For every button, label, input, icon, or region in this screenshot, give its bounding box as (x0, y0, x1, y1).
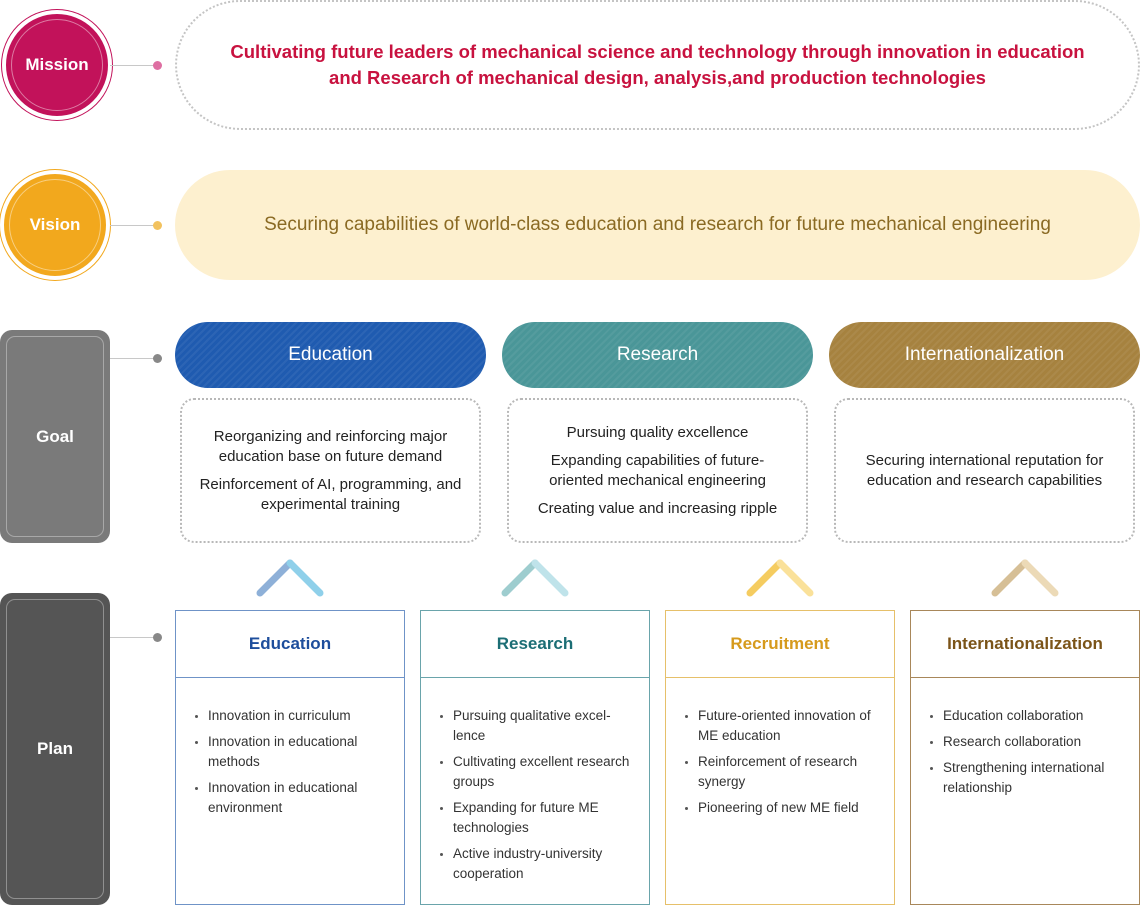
plan-connector-dot (153, 633, 162, 642)
list-item: Pursuing qualitative excel-lence (440, 706, 635, 746)
vision-connector-dot (153, 221, 162, 230)
vision-connector (110, 225, 155, 226)
goal-label-text: Goal (36, 426, 74, 446)
chevron-up-icon (256, 559, 324, 597)
list-item: Future-oriented innovation of ME educati… (685, 706, 880, 746)
mission-line-1: Cultivating future leaders of mechanical… (230, 41, 1085, 62)
goal-research-title: Research (502, 322, 813, 388)
list-item: Active industry-university cooperation (440, 844, 635, 884)
goal-label: Goal (0, 330, 110, 543)
goal-item: Expanding capabilities of future-oriente… (549, 451, 766, 489)
plan-internationalization-list: Education collaboration Research collabo… (911, 678, 1139, 798)
mission-connector-dot (153, 61, 162, 70)
plan-research-card: Research Pursuing qualitative excel-lenc… (420, 610, 650, 905)
plan-research-list: Pursuing qualitative excel-lence Cultiva… (421, 678, 649, 884)
list-item: Strengthening international relationship (930, 758, 1125, 798)
vision-label: Vision (0, 170, 110, 280)
goal-education-title: Education (175, 322, 486, 388)
goal-connector (110, 358, 155, 359)
list-item: Expanding for future ME technologies (440, 798, 635, 838)
plan-education-card: Education Innovation in curriculum Innov… (175, 610, 405, 905)
list-item: Education collaboration (930, 706, 1125, 726)
goal-item: Pursuing quality excellence (566, 423, 749, 441)
plan-recruitment-list: Future-oriented innovation of ME educati… (666, 678, 894, 818)
list-item: Innovation in educational environment (195, 778, 390, 818)
plan-research-title: Research (421, 611, 649, 678)
mission-label-text: Mission (25, 55, 89, 74)
list-item: Pioneering of new ME field (685, 798, 880, 818)
list-item: Research collaboration (930, 732, 1125, 752)
goal-item: Reinforcement of AI, programming, and ex… (199, 475, 462, 513)
mission-label: Mission (2, 10, 112, 120)
list-item: Innovation in educational methods (195, 732, 390, 772)
plan-connector (110, 637, 155, 638)
plan-education-title: Education (176, 611, 404, 678)
goal-education-description: Reorganizing and reinforcing major educa… (180, 398, 481, 543)
plan-recruitment-card: Recruitment Future-oriented innovation o… (665, 610, 895, 905)
goal-item: Securing international reputation for ed… (865, 451, 1104, 489)
mission-line-2: and Research of mechanical design, analy… (329, 67, 986, 88)
plan-internationalization-card: Internationalization Education collabora… (910, 610, 1140, 905)
plan-internationalization-title: Internationalization (911, 611, 1139, 678)
chevron-up-icon (501, 559, 569, 597)
goal-connector-dot (153, 354, 162, 363)
plan-education-list: Innovation in curriculum Innovation in e… (176, 678, 404, 818)
list-item: Cultivating excellent research groups (440, 752, 635, 792)
plan-label: Plan (0, 593, 110, 905)
goal-internationalization-description: Securing international reputation for ed… (834, 398, 1135, 543)
chevron-up-icon (746, 559, 814, 597)
plan-recruitment-title: Recruitment (666, 611, 894, 678)
vision-statement: Securing capabilities of world-class edu… (175, 170, 1140, 280)
vision-text: Securing capabilities of world-class edu… (264, 214, 1051, 235)
list-item: Innovation in curriculum (195, 706, 390, 726)
goal-internationalization-title: Internationalization (829, 322, 1140, 388)
plan-label-text: Plan (37, 739, 73, 758)
mission-connector (110, 65, 155, 66)
vision-label-text: Vision (29, 215, 81, 234)
goal-item: Reorganizing and reinforcing major educa… (213, 427, 448, 465)
mission-statement: Cultivating future leaders of mechanical… (175, 0, 1140, 130)
goal-item: Creating value and increasing ripple (537, 499, 778, 517)
list-item: Reinforcement of research synergy (685, 752, 880, 792)
goal-research-description: Pursuing quality excellence Expanding ca… (507, 398, 808, 543)
chevron-up-icon (991, 559, 1059, 597)
